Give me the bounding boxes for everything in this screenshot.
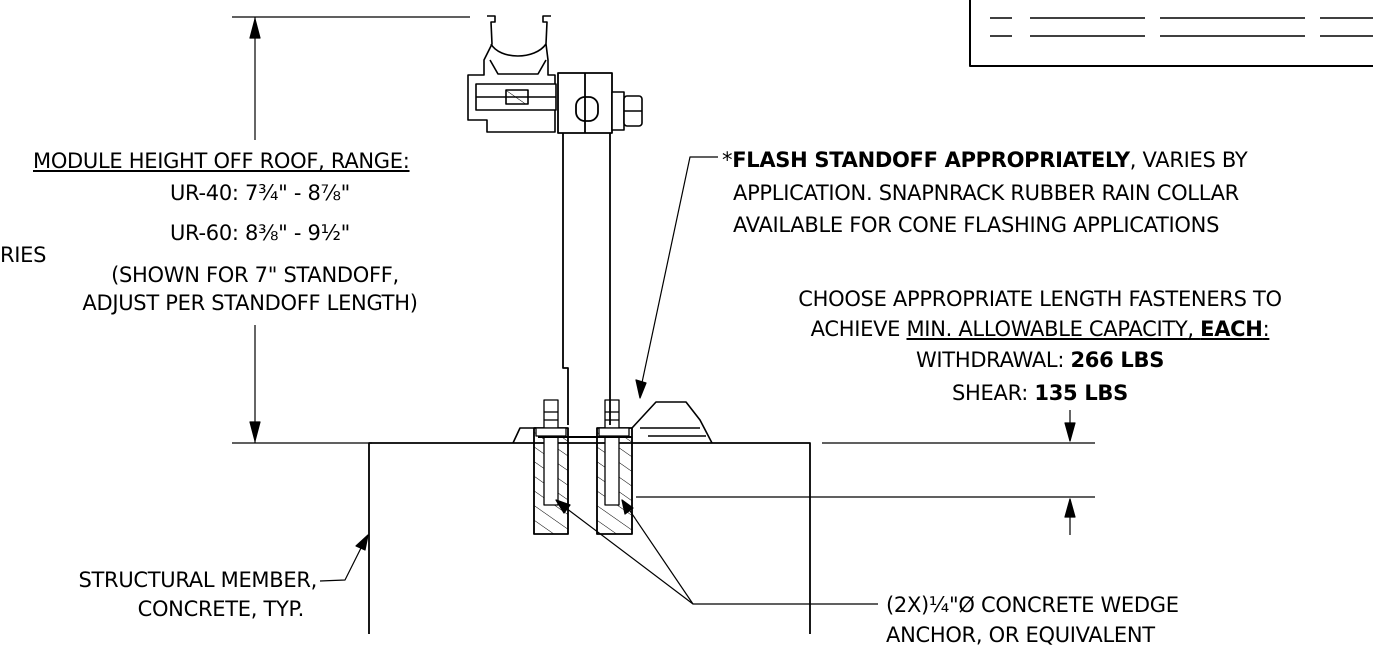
- standoff-detail-drawing: [232, 0, 1373, 634]
- each-label: EACH: [1200, 317, 1263, 341]
- structural-member-line1: STRUCTURAL MEMBER,: [78, 568, 317, 592]
- flashing-note-line1: *FLASH STANDOFF APPROPRIATELY, VARIES BY: [722, 147, 1248, 173]
- leader-lines: [319, 156, 878, 605]
- flashing-note-rest: , VARIES BY: [1129, 148, 1248, 172]
- flashing-note-bold: FLASH STANDOFF APPROPRIATELY: [732, 148, 1130, 172]
- module-clamp: [467, 15, 643, 133]
- wedge-anchor-bolts: [535, 399, 630, 506]
- min-allowable-capacity: MIN. ALLOWABLE CAPACITY: [906, 317, 1188, 341]
- fastener-note-line1: CHOOSE APPROPRIATE LENGTH FASTENERS TO: [798, 287, 1282, 311]
- standoff-note-line1: (SHOWN FOR 7" STANDOFF,: [111, 263, 399, 287]
- module-height-title: MODULE HEIGHT OFF ROOF, RANGE:: [33, 149, 410, 173]
- shear-label: SHEAR:: [952, 381, 1035, 405]
- anchor-note-line1: (2X)¼"Ø CONCRETE WEDGE: [886, 593, 1179, 617]
- flashing-note-prefix: *: [722, 148, 733, 172]
- flashing-note-line2: APPLICATION. SNAPNRACK RUBBER RAIN COLLA…: [733, 181, 1239, 205]
- anchor-note-line2: ANCHOR, OR EQUIVALENT: [886, 623, 1155, 647]
- withdrawal-value: 266 LBS: [1070, 348, 1165, 372]
- cut-off-left-text: RIES: [0, 243, 47, 267]
- module-height-dimension: [232, 16, 470, 444]
- ur40-range: UR-40: 7¾" - 8⅞": [169, 181, 351, 205]
- flashing-base: [512, 401, 713, 444]
- withdrawal-label: WITHDRAWAL:: [915, 348, 1071, 372]
- standoff-note-line2: ADJUST PER STANDOFF LENGTH): [82, 291, 418, 315]
- shear-capacity: SHEAR: 135 LBS: [760, 380, 1320, 406]
- fastener-note-prefix: ACHIEVE: [810, 317, 907, 341]
- flashing-note-line3: AVAILABLE FOR CONE FLASHING APPLICATIONS: [733, 213, 1220, 237]
- structural-member-line2: CONCRETE, TYP.: [137, 597, 305, 621]
- concrete-structural-member: [368, 442, 811, 634]
- standoff-post: [557, 72, 613, 425]
- ur60-range: UR-60: 8⅜" - 9½": [169, 221, 351, 245]
- embedment-dimension: [636, 410, 1095, 535]
- fastener-note-line2: ACHIEVE MIN. ALLOWABLE CAPACITY, EACH:: [760, 316, 1320, 342]
- title-block-fragment: [969, 0, 1373, 67]
- shear-value: 135 LBS: [1034, 381, 1128, 405]
- colon: :: [1262, 317, 1270, 341]
- comma: ,: [1187, 317, 1201, 341]
- withdrawal-capacity: WITHDRAWAL: 266 LBS: [760, 347, 1320, 373]
